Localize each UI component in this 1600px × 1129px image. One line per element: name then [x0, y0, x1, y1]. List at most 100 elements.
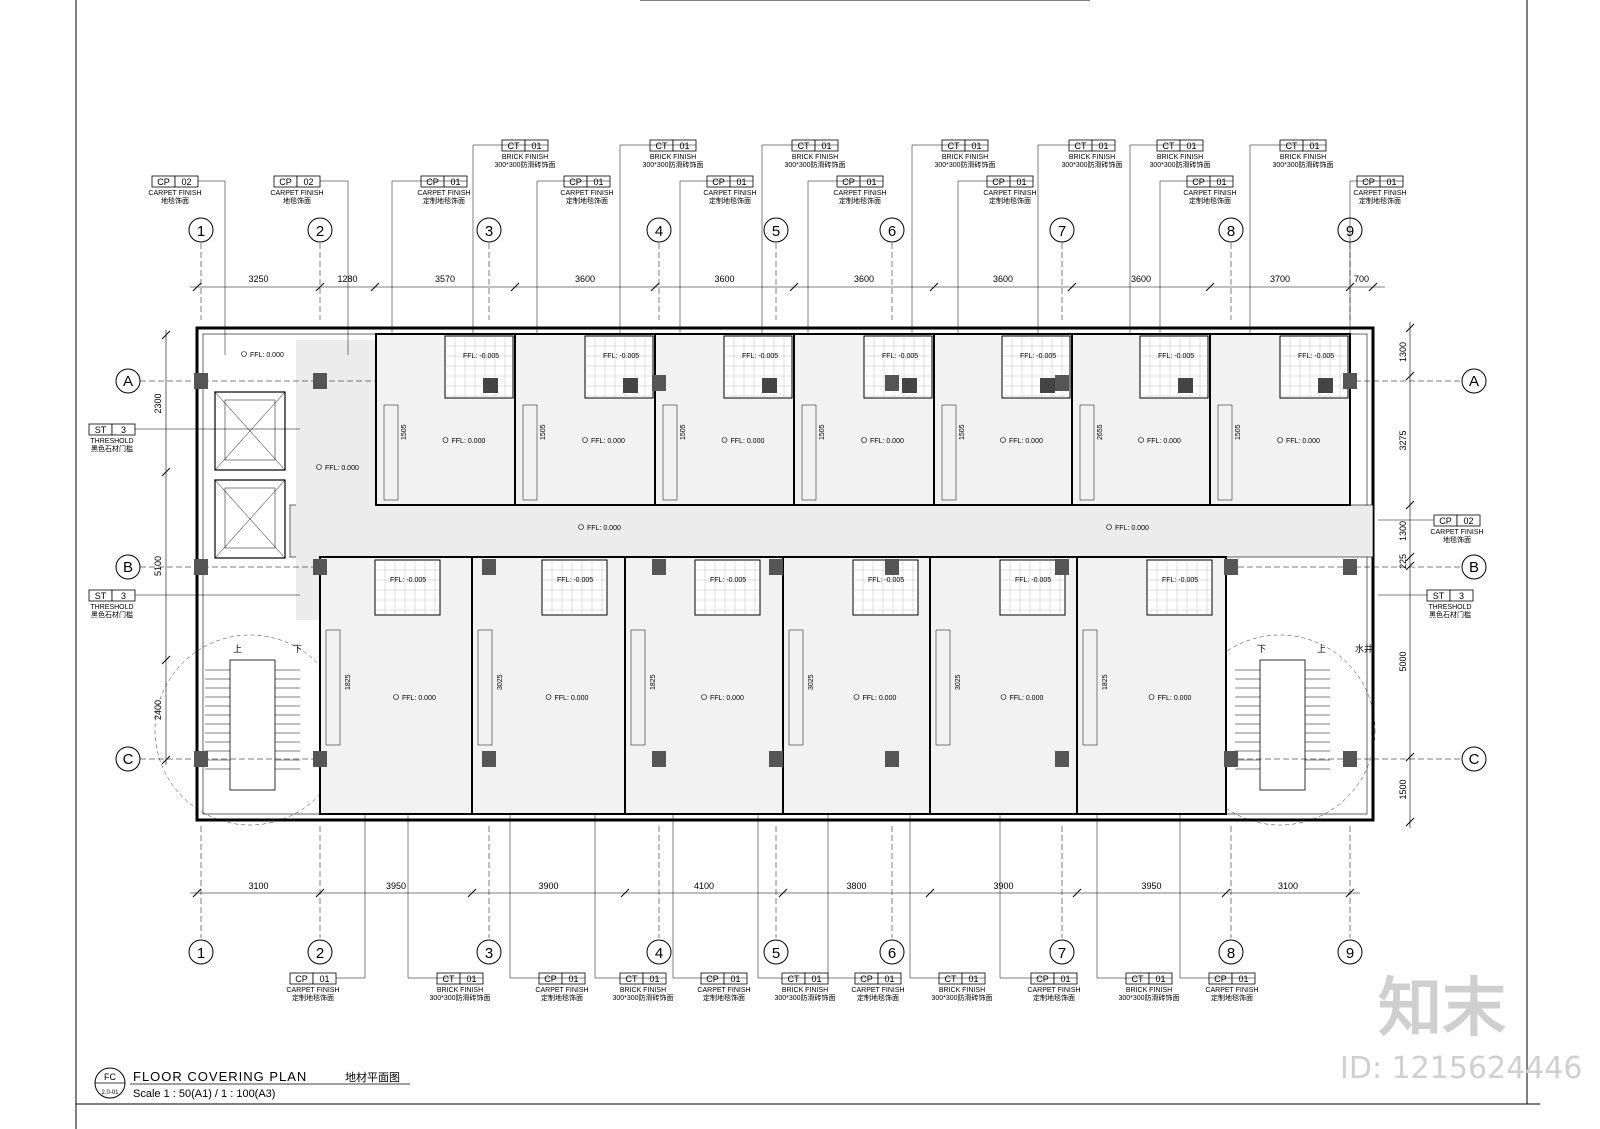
tag-line2: 定制地毯饰面: [541, 993, 583, 1002]
bath-ffl: FFL: -0.005: [603, 353, 639, 360]
tag-code: CT: [1132, 974, 1144, 984]
grid-label-right: B: [1469, 559, 1479, 576]
tag-line1: BRICK FINISH: [1126, 987, 1172, 994]
grid-label-bottom: 7: [1058, 945, 1066, 962]
room-ffl: FFL: 0.000: [402, 695, 436, 702]
dim-right: 225: [1398, 554, 1408, 569]
bath-ffl: FFL: -0.005: [882, 353, 918, 360]
dim-bottom: 3800: [846, 881, 866, 891]
dim-top: 3600: [714, 274, 734, 284]
tag-code: CP: [712, 177, 725, 187]
bathroom: [1279, 335, 1349, 399]
tag-line1: CARPET FINISH: [1027, 987, 1080, 994]
tag-line1: CARPET FINISH: [1430, 529, 1483, 536]
room-ffl: FFL: 0.000: [1010, 695, 1044, 702]
tag-line1: CARPET FINISH: [1183, 190, 1236, 197]
grid-bubble-top: [763, 217, 789, 243]
room-ffl: FFL: 0.000: [1147, 438, 1181, 445]
grid-bubble-bottom: [763, 939, 789, 965]
tag-line2: 300*300防滑砖饰面: [784, 160, 845, 169]
bathroom: [999, 559, 1066, 616]
grid-label-top: 5: [772, 223, 780, 240]
column: [623, 378, 638, 393]
grid-label-bottom: 4: [655, 945, 663, 962]
tag-line1: BRICK FINISH: [650, 154, 696, 161]
grid-bubble-left: [115, 368, 141, 394]
tag-line2: 黑色石材门槛: [1429, 610, 1471, 619]
title-main: FLOOR COVERING PLAN: [133, 1069, 307, 1084]
bath-ffl: FFL: -0.005: [557, 577, 593, 584]
tag-line1: BRICK FINISH: [942, 154, 988, 161]
tag-line2: 地毯饰面: [161, 196, 189, 205]
room-dim: 3025: [955, 674, 962, 690]
dim-top: 1280: [337, 274, 357, 284]
tag-num: 01: [1060, 974, 1070, 984]
corridor-floor: [289, 504, 1374, 558]
grid-bubble-top: [188, 217, 214, 243]
room-dim: 1505: [1235, 424, 1242, 440]
grid-label-left: B: [123, 559, 133, 576]
tag-code: CP: [1036, 974, 1049, 984]
room-dim: 1825: [345, 674, 352, 690]
tag-num: 01: [649, 974, 659, 984]
area-ffl: FFL: 0.000: [250, 352, 284, 359]
grid-label-bottom: 2: [316, 945, 324, 962]
tag-line1: CARPET FINISH: [270, 190, 323, 197]
tag-code: CT: [798, 141, 810, 151]
room-dim: 1505: [819, 424, 826, 440]
bathroom: [584, 335, 654, 399]
grid-label-top: 3: [485, 223, 493, 240]
title-main-cn: 地材平面图: [345, 1070, 400, 1084]
tag-code: CP: [157, 177, 170, 187]
tag-num: 02: [181, 177, 191, 187]
grid-label-bottom: 6: [888, 945, 896, 962]
grid-bubble-top: [476, 217, 502, 243]
tag-line1: CARPET FINISH: [286, 987, 339, 994]
tag-line1: CARPET FINISH: [697, 987, 750, 994]
tag-code: CP: [279, 177, 292, 187]
structural-column: [885, 751, 899, 767]
tag-line2: 300*300防滑砖饰面: [1118, 993, 1179, 1002]
tag-line2: 300*300防滑砖饰面: [1149, 160, 1210, 169]
tag-num: 01: [811, 974, 821, 984]
grid-bubble-bottom: [1218, 939, 1244, 965]
tag-line1: CARPET FINISH: [560, 190, 613, 197]
tag-code: CP: [426, 177, 439, 187]
dim-right: 1300: [1398, 521, 1408, 541]
tag-line2: 300*300防滑砖饰面: [931, 993, 992, 1002]
tag-line2: 定制地毯饰面: [709, 196, 751, 205]
tag-num: 01: [679, 141, 689, 151]
structural-column: [1055, 375, 1069, 391]
area-ffl: FFL: 0.000: [1115, 525, 1149, 532]
grid-label-left: C: [123, 751, 134, 768]
dim-left: 2300: [153, 393, 163, 413]
tag-code: CT: [1163, 141, 1175, 151]
room-ffl: FFL: 0.000: [863, 695, 897, 702]
tag-code: CP: [1214, 974, 1227, 984]
tag-line2: 定制地毯饰面: [423, 196, 465, 205]
tag-code: CT: [656, 141, 668, 151]
stair-well: [229, 659, 276, 791]
grid-bubble-top: [1049, 217, 1075, 243]
watermark: 知末 ID: 1215624446: [1340, 972, 1582, 1086]
tag-line1: CARPET FINISH: [1353, 190, 1406, 197]
grid-bubble-right: [1461, 554, 1487, 580]
tag-line2: 定制地毯饰面: [1033, 993, 1075, 1002]
dim-bottom: 3950: [1141, 881, 1161, 891]
tag-code: CP: [1439, 516, 1452, 526]
tag-line1: CARPET FINISH: [535, 987, 588, 994]
structural-column: [1055, 559, 1069, 575]
grid-bubble-top: [1218, 217, 1244, 243]
column: [762, 378, 777, 393]
tag-line1: BRICK FINISH: [437, 987, 483, 994]
tag-num: 01: [866, 177, 876, 187]
